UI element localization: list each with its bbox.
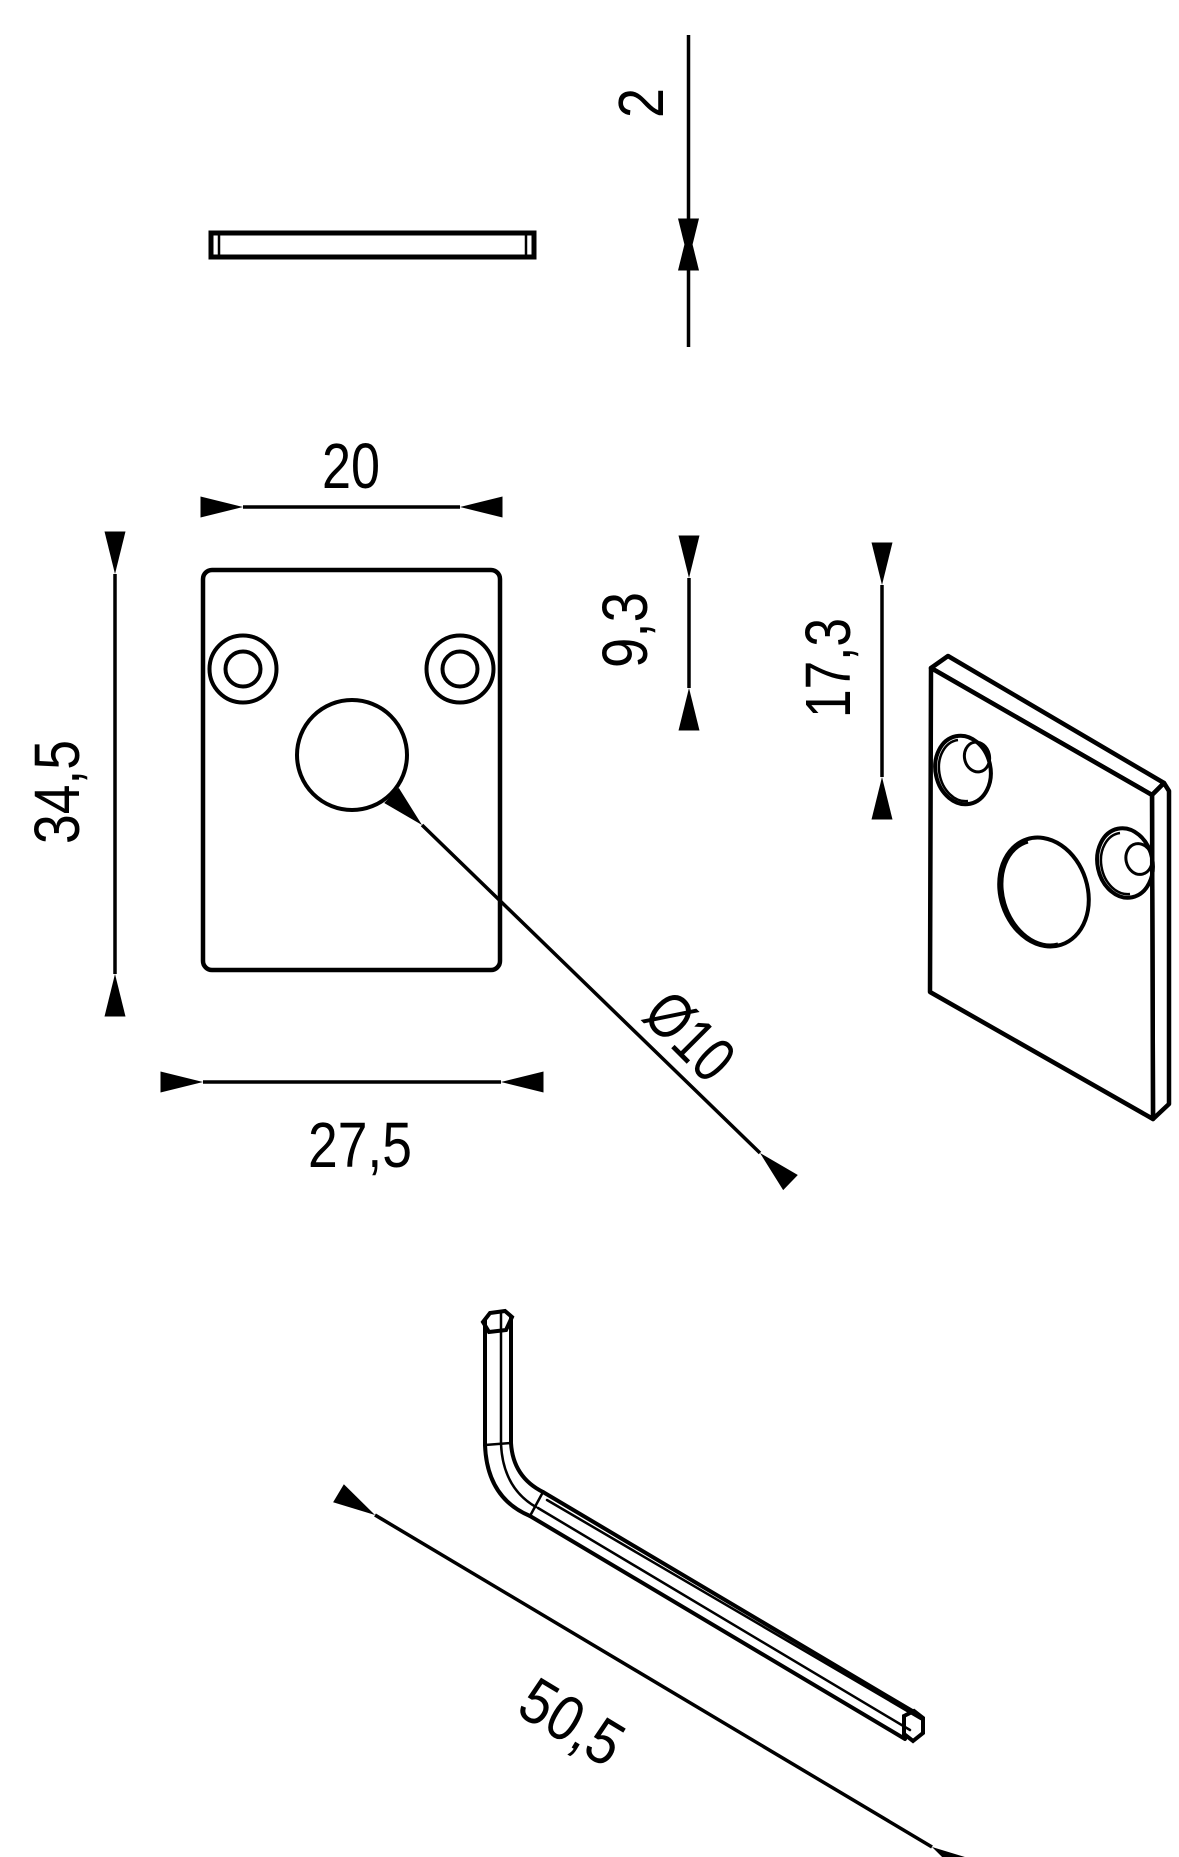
screw-hole-right-outer bbox=[424, 633, 496, 705]
iso-screw-hole-left-rim bbox=[937, 738, 969, 803]
iso-center-hole-outer bbox=[997, 835, 1091, 949]
iso-screw-hole-right-rim bbox=[1099, 831, 1131, 896]
dim-plate-height: 34,5 bbox=[21, 531, 126, 1017]
iso-screw-hole-right-inner bbox=[1124, 842, 1154, 876]
key-line bbox=[545, 1498, 923, 1721]
leader-center-hole-label: Ø10 bbox=[631, 977, 750, 1096]
dim-iso-height: 17,3 bbox=[792, 542, 893, 820]
dim-hole-spacing: 20 bbox=[200, 430, 503, 518]
dim-key-length-label: 50,5 bbox=[507, 1663, 637, 1780]
iso-front-face bbox=[927, 665, 1156, 1122]
screw-hole-left-inner bbox=[223, 649, 263, 689]
center-hole bbox=[295, 698, 409, 812]
dim-hole-spacing-label: 20 bbox=[322, 430, 380, 502]
leader-center-hole: Ø10 bbox=[384, 787, 798, 1191]
dim-thickness: 2 bbox=[605, 35, 699, 347]
key-bend-outer bbox=[483, 1443, 532, 1518]
iso-screw-hole-left-inner bbox=[962, 740, 992, 774]
dim-hole-offset: 9,3 bbox=[589, 535, 700, 731]
screw-hole-right-inner bbox=[440, 649, 480, 689]
key-top-end-face bbox=[480, 1308, 515, 1335]
key-bend-inner bbox=[509, 1441, 545, 1494]
dim-plate-height-label: 34,5 bbox=[21, 740, 93, 844]
dim-thickness-label: 2 bbox=[605, 88, 677, 118]
dim-hole-offset-label: 9,3 bbox=[589, 592, 661, 668]
dim-plate-width-label: 27,5 bbox=[308, 1109, 412, 1181]
leader-center-hole-arrow bbox=[384, 787, 798, 1191]
key-bend-joint-line bbox=[483, 1441, 513, 1447]
screw-hole-left-outer bbox=[207, 633, 279, 705]
dim-key-length: 50,5 bbox=[333, 1484, 974, 1857]
side-view bbox=[208, 230, 537, 260]
front-view bbox=[200, 567, 503, 973]
side-view-outline bbox=[208, 230, 537, 260]
dim-key-length-arrow bbox=[333, 1484, 974, 1857]
key-line bbox=[541, 1490, 916, 1714]
front-view-outline bbox=[200, 567, 503, 973]
dim-plate-width: 27,5 bbox=[160, 1071, 544, 1181]
dim-iso-height-label: 17,3 bbox=[792, 618, 864, 718]
key-bend-facet bbox=[499, 1442, 538, 1509]
iso-center-hole-bore bbox=[1000, 840, 1059, 947]
iso-view bbox=[927, 653, 1172, 1122]
